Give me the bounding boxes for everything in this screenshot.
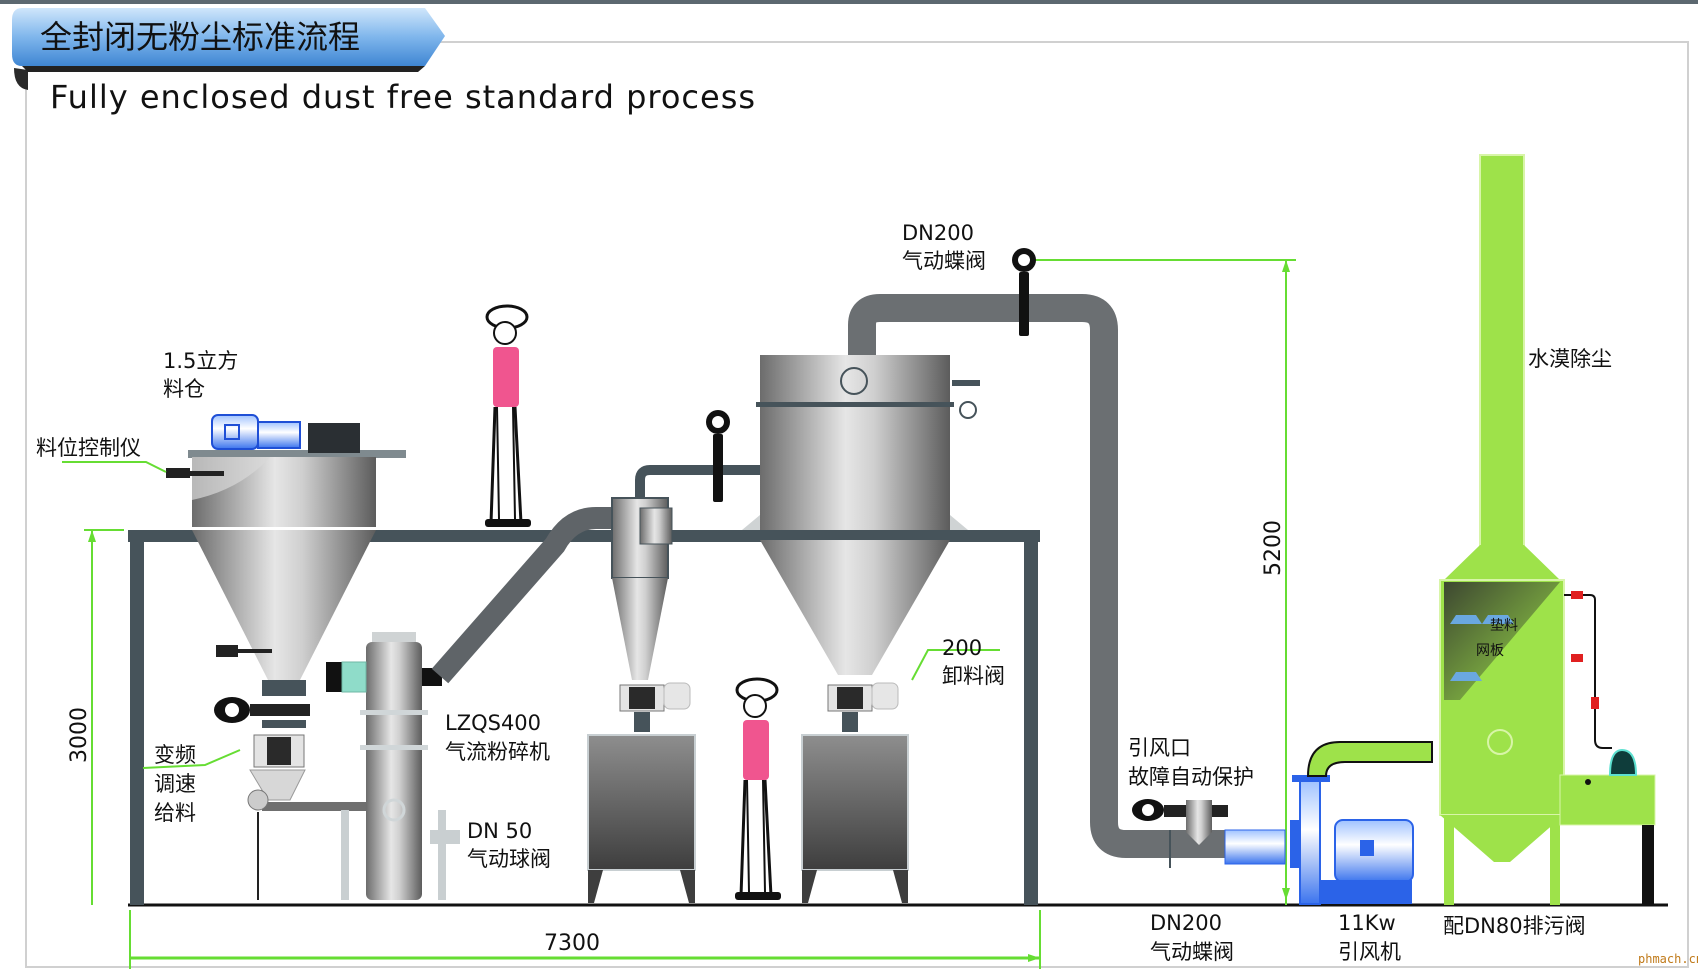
top-strip: [0, 0, 1698, 4]
dimension-7300: 7300: [129, 910, 1041, 969]
leader-lines: [62, 259, 1286, 769]
dimension-3000-label: 3000: [67, 707, 92, 763]
mill-to-cyclone-duct: [431, 507, 615, 684]
content-frame: [25, 41, 1689, 968]
jet-mill: [326, 632, 460, 900]
mesh-plate-label: 网板: [1476, 643, 1504, 659]
feed-hopper: [166, 414, 406, 696]
watermark: phmach.cn: [1638, 952, 1698, 966]
collector-inlet-valve: [706, 410, 730, 502]
induced-draft-fan: [1290, 741, 1433, 905]
fan-name-label: 引风机: [1338, 940, 1401, 964]
page-subtitle: Fully enclosed dust free standard proces…: [50, 78, 756, 116]
jet-mill-model-label: LZQS400: [445, 711, 541, 735]
vfd-feeder-label-2: 调速: [154, 772, 196, 796]
hopper-butterfly-valve: [214, 697, 310, 728]
product-bin-2: [801, 734, 909, 903]
jet-mill-name-label: 气流粉碎机: [445, 740, 550, 764]
vfd-feeder-label-3: 给料: [154, 801, 196, 825]
hopper-motor: [211, 414, 360, 453]
inlet-label-1: 引风口: [1128, 736, 1191, 760]
fan-power-label: 11Kw: [1338, 911, 1396, 935]
dimension-5200-label: 5200: [1261, 520, 1286, 576]
packing-label: 垫料: [1490, 618, 1518, 634]
drain-valve-label: 配DN80排污阀: [1443, 914, 1586, 938]
level-controller-label: 料位控制仪: [36, 436, 141, 460]
ball-valve-name-label: 气动球阀: [467, 847, 551, 871]
vfd-feeder-label-1: 变频: [154, 743, 196, 767]
hopper-volume-label-2: 料仓: [163, 377, 205, 401]
pulse-dust-collector: [742, 355, 980, 732]
worker-on-platform: [485, 304, 531, 527]
top-valve-name-label: 气动蝶阀: [902, 249, 986, 273]
product-bin-1: [587, 734, 696, 903]
scrubber-label: 水漠除尘: [1528, 347, 1612, 371]
discharge-valve-name-label: 卸料阀: [942, 664, 1005, 688]
inlet-label-2: 故障自动保护: [1128, 765, 1254, 789]
level-controller-probe: [166, 468, 190, 478]
dimension-7300-label: 7300: [544, 931, 600, 956]
exhaust-duct: [848, 294, 1228, 858]
fan-inlet-pipe: [1224, 829, 1286, 865]
title-banner: 全封闭无粉尘标准流程: [12, 8, 445, 90]
water-film-scrubber: 垫料 网板: [1439, 154, 1656, 905]
discharge-valve-size-label: 200: [942, 636, 982, 660]
ball-valve-size-label: DN 50: [467, 819, 532, 843]
inlet-protection-valve: [1132, 799, 1228, 868]
worker-on-floor: [735, 677, 781, 900]
dimension-3000: 3000: [67, 529, 124, 905]
vfd-screw-feeder: [247, 734, 366, 900]
page-title: 全封闭无粉尘标准流程: [40, 18, 360, 56]
bottom-valve-size-label: DN200: [1150, 911, 1222, 935]
hopper-volume-label-1: 1.5立方: [163, 349, 238, 373]
bottom-valve-name-label: 气动蝶阀: [1150, 940, 1234, 964]
cyclone-separator: [611, 465, 762, 732]
top-valve-size-label: DN200: [902, 221, 974, 245]
top-butterfly-valve: [1012, 248, 1036, 336]
